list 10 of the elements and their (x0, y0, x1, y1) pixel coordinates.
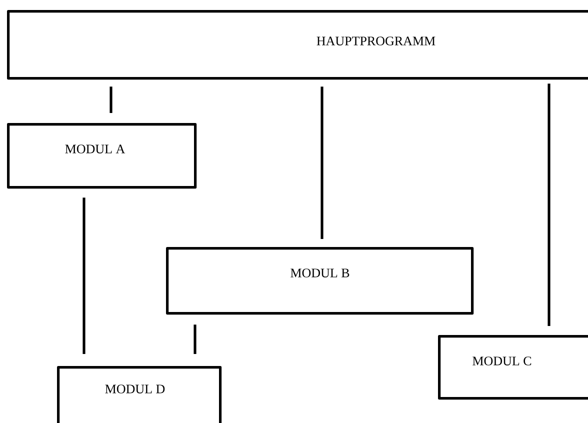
module-box: MODUL C (438, 335, 588, 400)
connector-line (194, 324, 196, 354)
connector-line (110, 86, 112, 113)
module-box: MODUL A (7, 123, 197, 189)
module-box: MODUL D (57, 366, 222, 423)
module-box: MODUL B (166, 247, 474, 315)
connector-line (548, 84, 550, 326)
connector-line (320, 86, 324, 239)
module-box: HAUPTPROGRAMM (7, 10, 588, 80)
connector-line (82, 198, 86, 354)
